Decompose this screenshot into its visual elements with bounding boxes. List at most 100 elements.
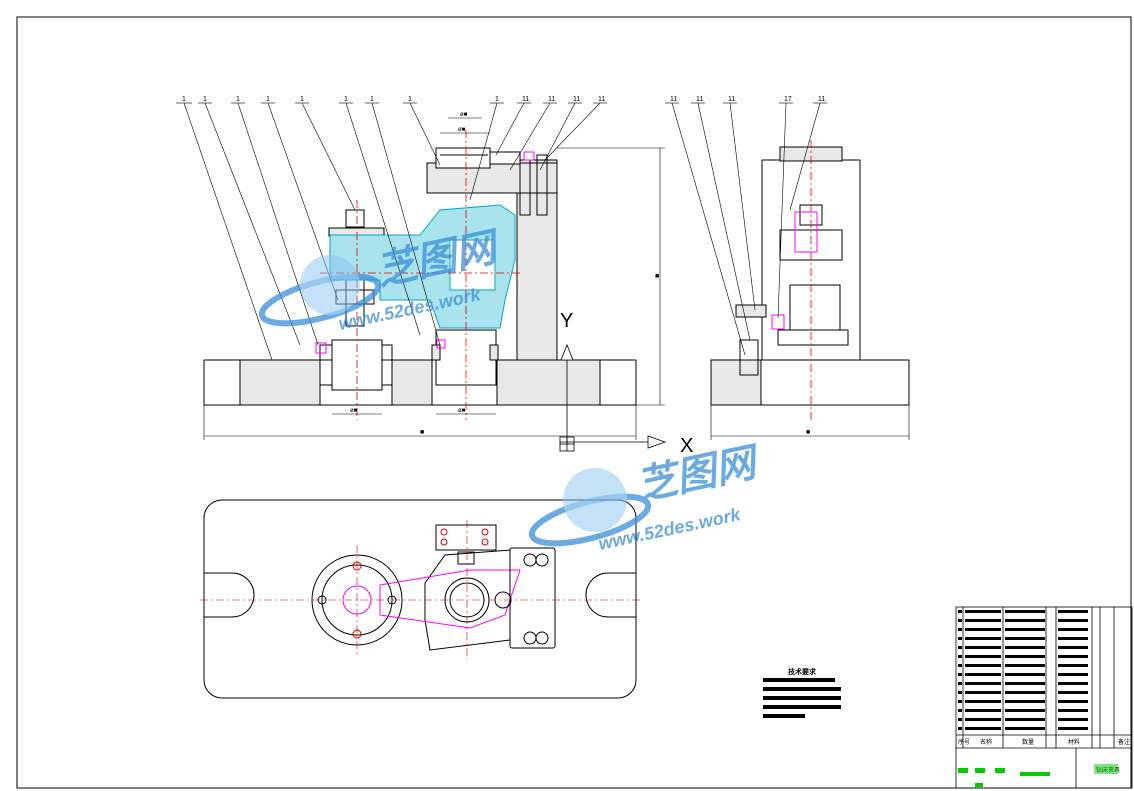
coordinate-axes	[559, 343, 667, 452]
title-block-row-mark	[958, 709, 962, 712]
title-block-row-mark	[965, 628, 1001, 631]
title-block-row-mark	[1058, 718, 1088, 721]
title-block-row-mark	[1058, 610, 1088, 613]
title-block-row-mark	[958, 682, 962, 685]
tb-col-remark: 备注	[1118, 738, 1130, 746]
title-block-row-mark	[1058, 700, 1088, 703]
title-block-row-mark	[965, 727, 1001, 730]
tb-col-name: 名称	[980, 738, 992, 746]
title-block-row-mark	[965, 610, 1001, 613]
title-block-row-mark	[958, 727, 962, 730]
title-block-row-mark	[965, 682, 1001, 685]
title-block-row-mark	[965, 664, 1001, 667]
title-block-row-mark	[958, 628, 962, 631]
dim-front-height: ■	[655, 273, 659, 280]
technical-requirements: 技术要求	[763, 667, 841, 718]
front-leader-label: 1	[266, 96, 270, 103]
dim-front-width: ■	[420, 429, 424, 436]
title-block-row-mark	[965, 700, 1001, 703]
front-leader-label: 11	[548, 96, 555, 103]
title-block-row-mark	[1005, 718, 1045, 721]
dim-side-width: ■	[806, 429, 810, 436]
title-block-row-mark	[965, 646, 1001, 649]
title-block-row-mark	[1005, 700, 1045, 703]
front-leader-label: 1	[370, 96, 374, 103]
front-leader-label: 1	[236, 96, 240, 103]
side-leader-label: 11	[818, 96, 825, 103]
title-block-row-mark	[1005, 655, 1045, 658]
title-block-row-mark	[965, 655, 1001, 658]
title-block-row-mark	[958, 664, 962, 667]
title-block-row-mark	[1005, 664, 1045, 667]
tb-drawing-name: 钻床夹具	[1096, 766, 1120, 774]
title-block-row-mark	[1005, 619, 1045, 622]
title-block-row-mark	[965, 637, 1001, 640]
title-block-row-mark	[958, 700, 962, 703]
title-block-row-mark	[1058, 628, 1088, 631]
notes-title: 技术要求	[788, 667, 817, 676]
dim-small-2: ø■	[458, 408, 466, 414]
tb-col-count: 数量	[1022, 738, 1034, 746]
title-block	[955, 606, 1133, 789]
title-block-row-mark	[958, 646, 962, 649]
side-leader-label: 17	[784, 96, 792, 103]
front-leader-label: 1	[300, 96, 304, 103]
tb-drawing-name-bg	[1094, 764, 1118, 774]
dim-small-4: ø■	[460, 112, 468, 118]
front-leader-label: 11	[598, 96, 605, 103]
title-block-row-mark	[1058, 646, 1088, 649]
front-leader-label: 11	[573, 96, 580, 103]
title-block-row-mark	[1058, 727, 1088, 730]
tb-col-material: 材料	[1068, 738, 1080, 746]
axis-y-label: Y	[560, 310, 573, 332]
title-block-rows	[958, 610, 1088, 730]
title-block-row-mark	[958, 655, 962, 658]
title-block-row-mark	[958, 619, 962, 622]
title-block-row-mark	[1005, 610, 1045, 613]
side-leader-label: 11	[728, 96, 735, 103]
title-block-row-mark	[1058, 664, 1088, 667]
title-block-row-mark	[958, 691, 962, 694]
title-block-row-mark	[965, 673, 1001, 676]
top-view	[203, 499, 637, 699]
side-leader-label: 11	[696, 96, 703, 103]
title-block-row-mark	[1058, 655, 1088, 658]
axis-x-label: X	[680, 435, 693, 457]
side-leader-labels: 11 11 11 17 11	[670, 96, 825, 103]
front-leader-label: 1	[203, 96, 207, 103]
title-block-row-mark	[1005, 709, 1045, 712]
side-leader-label: 11	[670, 96, 677, 103]
title-block-row-mark	[965, 691, 1001, 694]
title-block-row-mark	[958, 673, 962, 676]
title-block-row-mark	[1058, 691, 1088, 694]
drawing-frame	[16, 16, 1132, 789]
title-block-row-mark	[1058, 619, 1088, 622]
top-centerlines	[200, 520, 640, 660]
title-block-row-mark	[958, 637, 962, 640]
dim-small-1: ø■	[350, 408, 358, 414]
title-block-row-mark	[1005, 682, 1045, 685]
title-block-row-mark	[1005, 628, 1045, 631]
dim-small-3: ø■	[458, 127, 466, 133]
title-block-row-mark	[965, 709, 1001, 712]
front-leader-label: 11	[522, 96, 529, 103]
tb-col-marker: 序号	[958, 738, 970, 746]
title-block-row-mark	[1058, 637, 1088, 640]
front-leader-label: 1	[408, 96, 412, 103]
front-leader-label: 1	[344, 96, 348, 103]
title-block-row-mark	[1058, 709, 1088, 712]
title-block-row-mark	[1058, 682, 1088, 685]
watermark-2: 芝图网 www.52des.work	[528, 440, 765, 554]
title-block-row-mark	[965, 718, 1001, 721]
title-block-row-mark	[1005, 646, 1045, 649]
title-block-row-mark	[958, 610, 962, 613]
side-view	[710, 146, 910, 406]
title-block-row-mark	[958, 718, 962, 721]
title-block-row-mark	[1058, 673, 1088, 676]
title-block-row-mark	[1005, 691, 1045, 694]
tb-green-marks	[958, 768, 1050, 787]
side-leader-lines	[665, 102, 910, 440]
front-dimensions	[203, 117, 665, 440]
